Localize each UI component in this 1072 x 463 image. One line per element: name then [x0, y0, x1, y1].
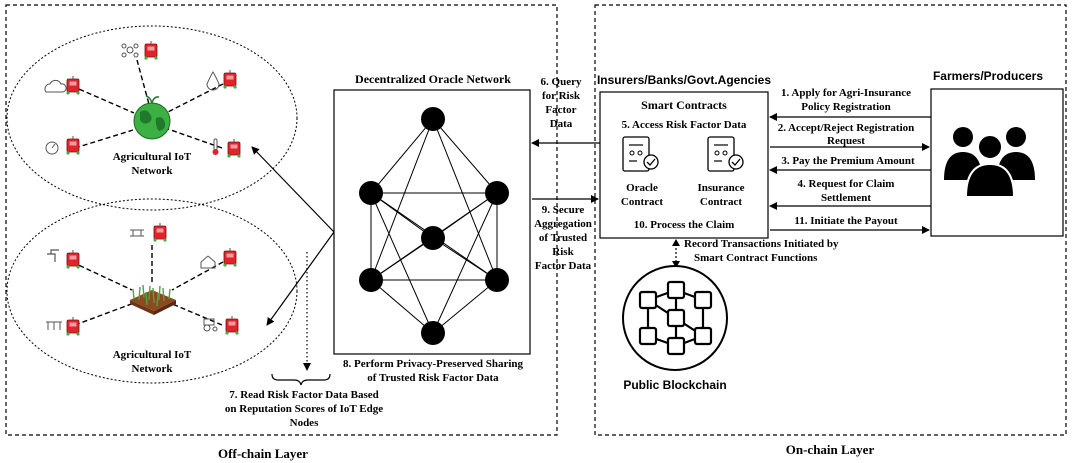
grass-field-icon	[130, 284, 176, 315]
interaction-4-line-1: 4. Request for Claim	[798, 178, 895, 190]
aggregation-step-1: 9. Secure	[542, 204, 585, 216]
reputation-read-connector	[271, 252, 331, 386]
iot-cloud-sensor-icon	[44, 75, 81, 96]
oracle-node	[421, 321, 445, 345]
oracle-node	[485, 181, 509, 205]
reputation-step-line-2: on Reputation Scores of IoT Edge	[225, 403, 383, 415]
iot-network-bottom-label-2: Network	[132, 363, 174, 375]
interaction-11-line-1: 11. Initiate the Payout	[794, 215, 898, 227]
insurance-contract-label-2: Contract	[700, 196, 742, 208]
query-step-3: Factor	[545, 104, 576, 116]
interaction-3-line-1: 3. Pay the Premium Amount	[781, 155, 915, 167]
record-step-line-1: Record Transactions Initiated by	[684, 238, 839, 250]
iot-gauge-sensor-icon	[45, 135, 81, 156]
oracle-contract-label-1: Oracle	[626, 182, 658, 194]
interaction-4-line-2: Settlement	[821, 192, 871, 204]
interaction-2-line-2: Request	[827, 135, 865, 147]
oracle-node	[359, 181, 383, 205]
globe-icon	[133, 95, 171, 140]
smart-contracts-title: Smart Contracts	[641, 98, 727, 112]
iot-sprinkler-icon	[46, 316, 81, 337]
blockchain-label: Public Blockchain	[623, 378, 726, 392]
on-chain-layer-label: On-chain Layer	[786, 442, 875, 457]
iot-greenhouse-icon	[200, 247, 238, 269]
iot-drone-sensor-icon	[121, 40, 159, 61]
query-step-4: Data	[550, 118, 573, 130]
arrow-to-bottom-network	[266, 231, 335, 326]
oracle-node	[359, 268, 383, 292]
iot-network-top: Agricultural IoT Network	[6, 25, 298, 211]
arrow-to-top-network	[251, 146, 335, 233]
query-step-1: 6. Query	[541, 76, 582, 88]
off-chain-layer-label: Off-chain Layer	[218, 446, 308, 461]
iot-irrigation-icon	[130, 222, 168, 243]
interaction-arrows	[769, 113, 931, 234]
on-chain-layer-box	[594, 4, 1067, 436]
oracle-nodes	[359, 107, 509, 345]
oracle-network-title: Decentralized Oracle Network	[355, 72, 511, 86]
farmers-title: Farmers/Producers	[933, 69, 1043, 83]
process-claim-step: 10. Process the Claim	[634, 219, 735, 231]
oracle-node	[421, 226, 445, 250]
off-chain-layer-box	[5, 4, 558, 436]
access-step: 5. Access Risk Factor Data	[622, 119, 747, 131]
aggregation-step-4: Risk	[552, 246, 574, 258]
insurance-contract-icon	[707, 136, 744, 172]
iot-network-bottom-label-1: Agricultural IoT	[113, 349, 192, 361]
thermometer-icon	[212, 138, 242, 159]
interaction-2-line-1: 2. Accept/Reject Registration	[778, 122, 915, 134]
oracle-contract-icon	[622, 136, 659, 172]
iot-humidity-sensor-icon	[206, 69, 238, 91]
iot-network-top-label-1: Agricultural IoT	[113, 151, 192, 163]
iot-network-bottom: Agricultural IoT Network	[6, 198, 298, 384]
iot-network-top-label-2: Network	[132, 165, 174, 177]
query-step-2: for Risk	[542, 90, 581, 102]
insurance-contract-label-1: Insurance	[697, 182, 744, 194]
iot-tap-sensor-icon	[47, 249, 81, 270]
aggregation-step-2: Aggregation	[534, 218, 592, 230]
blockchain-icon	[622, 265, 728, 371]
reputation-step-line-1: 7. Read Risk Factor Data Based	[229, 389, 379, 401]
oracle-contract-label-2: Contract	[621, 196, 663, 208]
people-group-icon	[944, 127, 1035, 198]
oracle-caption-line-2: of Trusted Risk Factor Data	[367, 372, 499, 384]
insurers-title: Insurers/Banks/Govt.Agencies	[597, 73, 771, 87]
aggregation-step-5: Factor Data	[535, 260, 592, 272]
record-step-line-2: Smart Contract Functions	[694, 252, 818, 264]
interaction-1-line-2: Policy Registration	[801, 101, 891, 113]
oracle-node	[485, 268, 509, 292]
interaction-1-line-1: 1. Apply for Agri-Insurance	[781, 87, 911, 99]
reputation-step-line-3: Nodes	[290, 417, 319, 429]
tractor-icon	[203, 315, 240, 336]
oracle-node	[421, 107, 445, 131]
aggregation-step-3: of Trusted	[539, 232, 587, 244]
oracle-caption-line-1: 8. Perform Privacy-Preserved Sharing	[343, 358, 524, 370]
